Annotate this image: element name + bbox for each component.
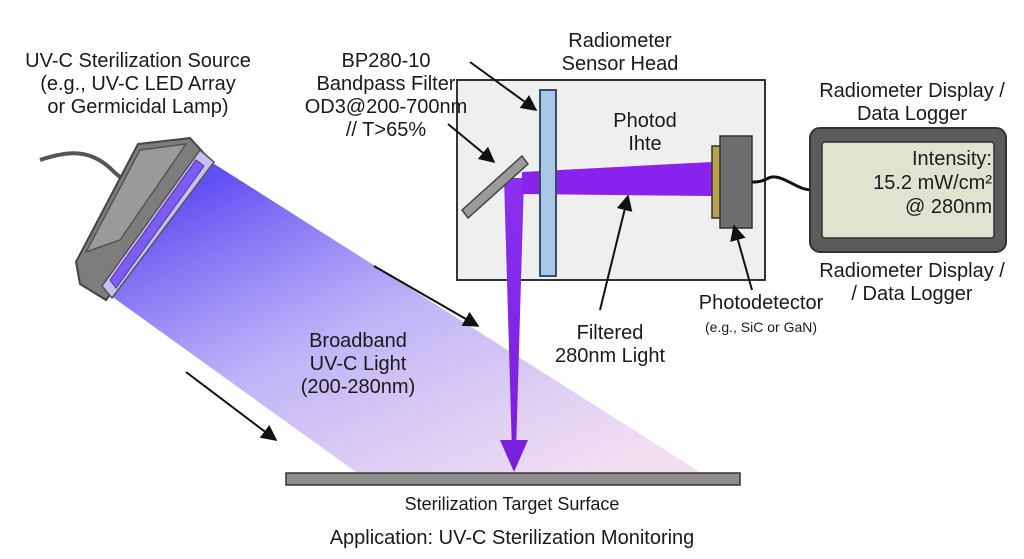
application-label: Application: UV-C Sterilization Monitori…	[329, 527, 695, 549]
filtered-beam-arrowhead	[500, 440, 528, 472]
beam-direction-arrow-1	[373, 265, 480, 327]
sensor-head-label: Radiometer Sensor Head	[561, 30, 679, 75]
beam-direction-arrow-2	[185, 371, 278, 441]
source-label: UV-C Sterilization Source (e.g., UV-C LE…	[25, 50, 251, 118]
photodetector	[719, 135, 753, 229]
filter-label: BP280-10 Bandpass Filter OD3@200-700nm /…	[304, 50, 468, 141]
mirror	[460, 154, 530, 220]
uv-lamp	[74, 136, 216, 302]
display-readout: Intensity: 15.2 mW/cm² @ 280nm	[873, 148, 992, 218]
target-label: Sterilization Target Surface	[404, 494, 620, 514]
filtered-light-pointer-arrow	[599, 194, 633, 311]
photodetector-pointer-arrow	[730, 224, 753, 291]
display-cable	[751, 175, 813, 192]
filtered-light-label: Filtered 280nm Light	[554, 322, 666, 367]
inner-sensor-label: Photod Ihte	[613, 110, 677, 155]
broadband-uv-beam	[100, 160, 700, 472]
filtered-vertical-beam	[504, 178, 524, 452]
display-screen	[821, 141, 995, 239]
broadband-label: Broadband UV-C Light (200-280nm)	[300, 330, 416, 398]
display-label-top: Radiometer Display / Data Logger	[819, 80, 1005, 125]
bandpass-filter	[539, 89, 557, 277]
photodetector-label: Photodetector (e.g., SiC or GaN)	[698, 292, 824, 335]
display-label-bottom: Radiometer Display / / Data Logger	[819, 260, 1005, 305]
filtered-horizontal-beam	[522, 162, 712, 196]
filter-pointer-arrow	[469, 61, 538, 111]
sterilization-target-surface	[285, 472, 741, 486]
mirror-pointer-arrow	[447, 123, 496, 164]
